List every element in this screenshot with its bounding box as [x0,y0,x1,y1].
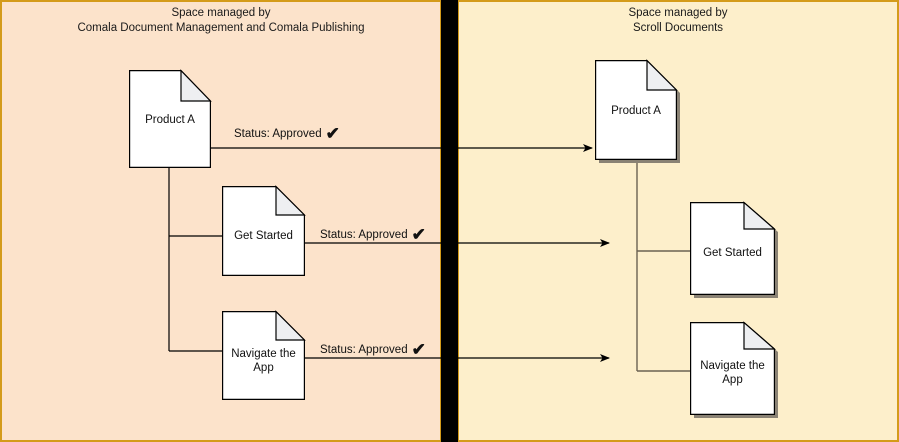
check-icon: ✔ [325,124,340,143]
panel-left-title: Space managed by Comala Document Managem… [77,7,365,34]
left-doc-product-a[interactable]: Product A [129,69,212,168]
space-divider-bar [441,0,458,442]
panel-left: Space managed by Comala Document Managem… [0,0,442,442]
right-doc-get-started[interactable]: Get Started [690,201,778,298]
status-badge-get-started-text: Status: Approved [320,229,408,241]
status-badge-navigate-the-app: Status: Approved✔ [320,341,426,358]
status-badge-product-a: Status: Approved✔ [234,125,340,142]
status-badge-get-started: Status: Approved✔ [320,226,426,243]
left-tree-connectors [168,167,222,352]
cross-space-arrows [210,144,610,362]
left-doc-get-started[interactable]: Get Started [222,185,306,276]
right-tree-connectors [636,160,690,372]
left-doc-navigate-the-app[interactable]: Navigate the App [222,310,306,400]
check-icon: ✔ [411,225,426,244]
panel-right: Space managed by Scroll Documents [457,0,899,442]
right-doc-product-a[interactable]: Product A [595,59,680,163]
right-doc-navigate-the-app[interactable]: Navigate the App [690,321,778,418]
status-badge-product-a-text: Status: Approved [234,128,322,140]
status-badge-navigate-the-app-text: Status: Approved [320,344,408,356]
panel-right-title: Space managed by Scroll Documents [628,7,728,34]
check-icon: ✔ [411,340,426,359]
